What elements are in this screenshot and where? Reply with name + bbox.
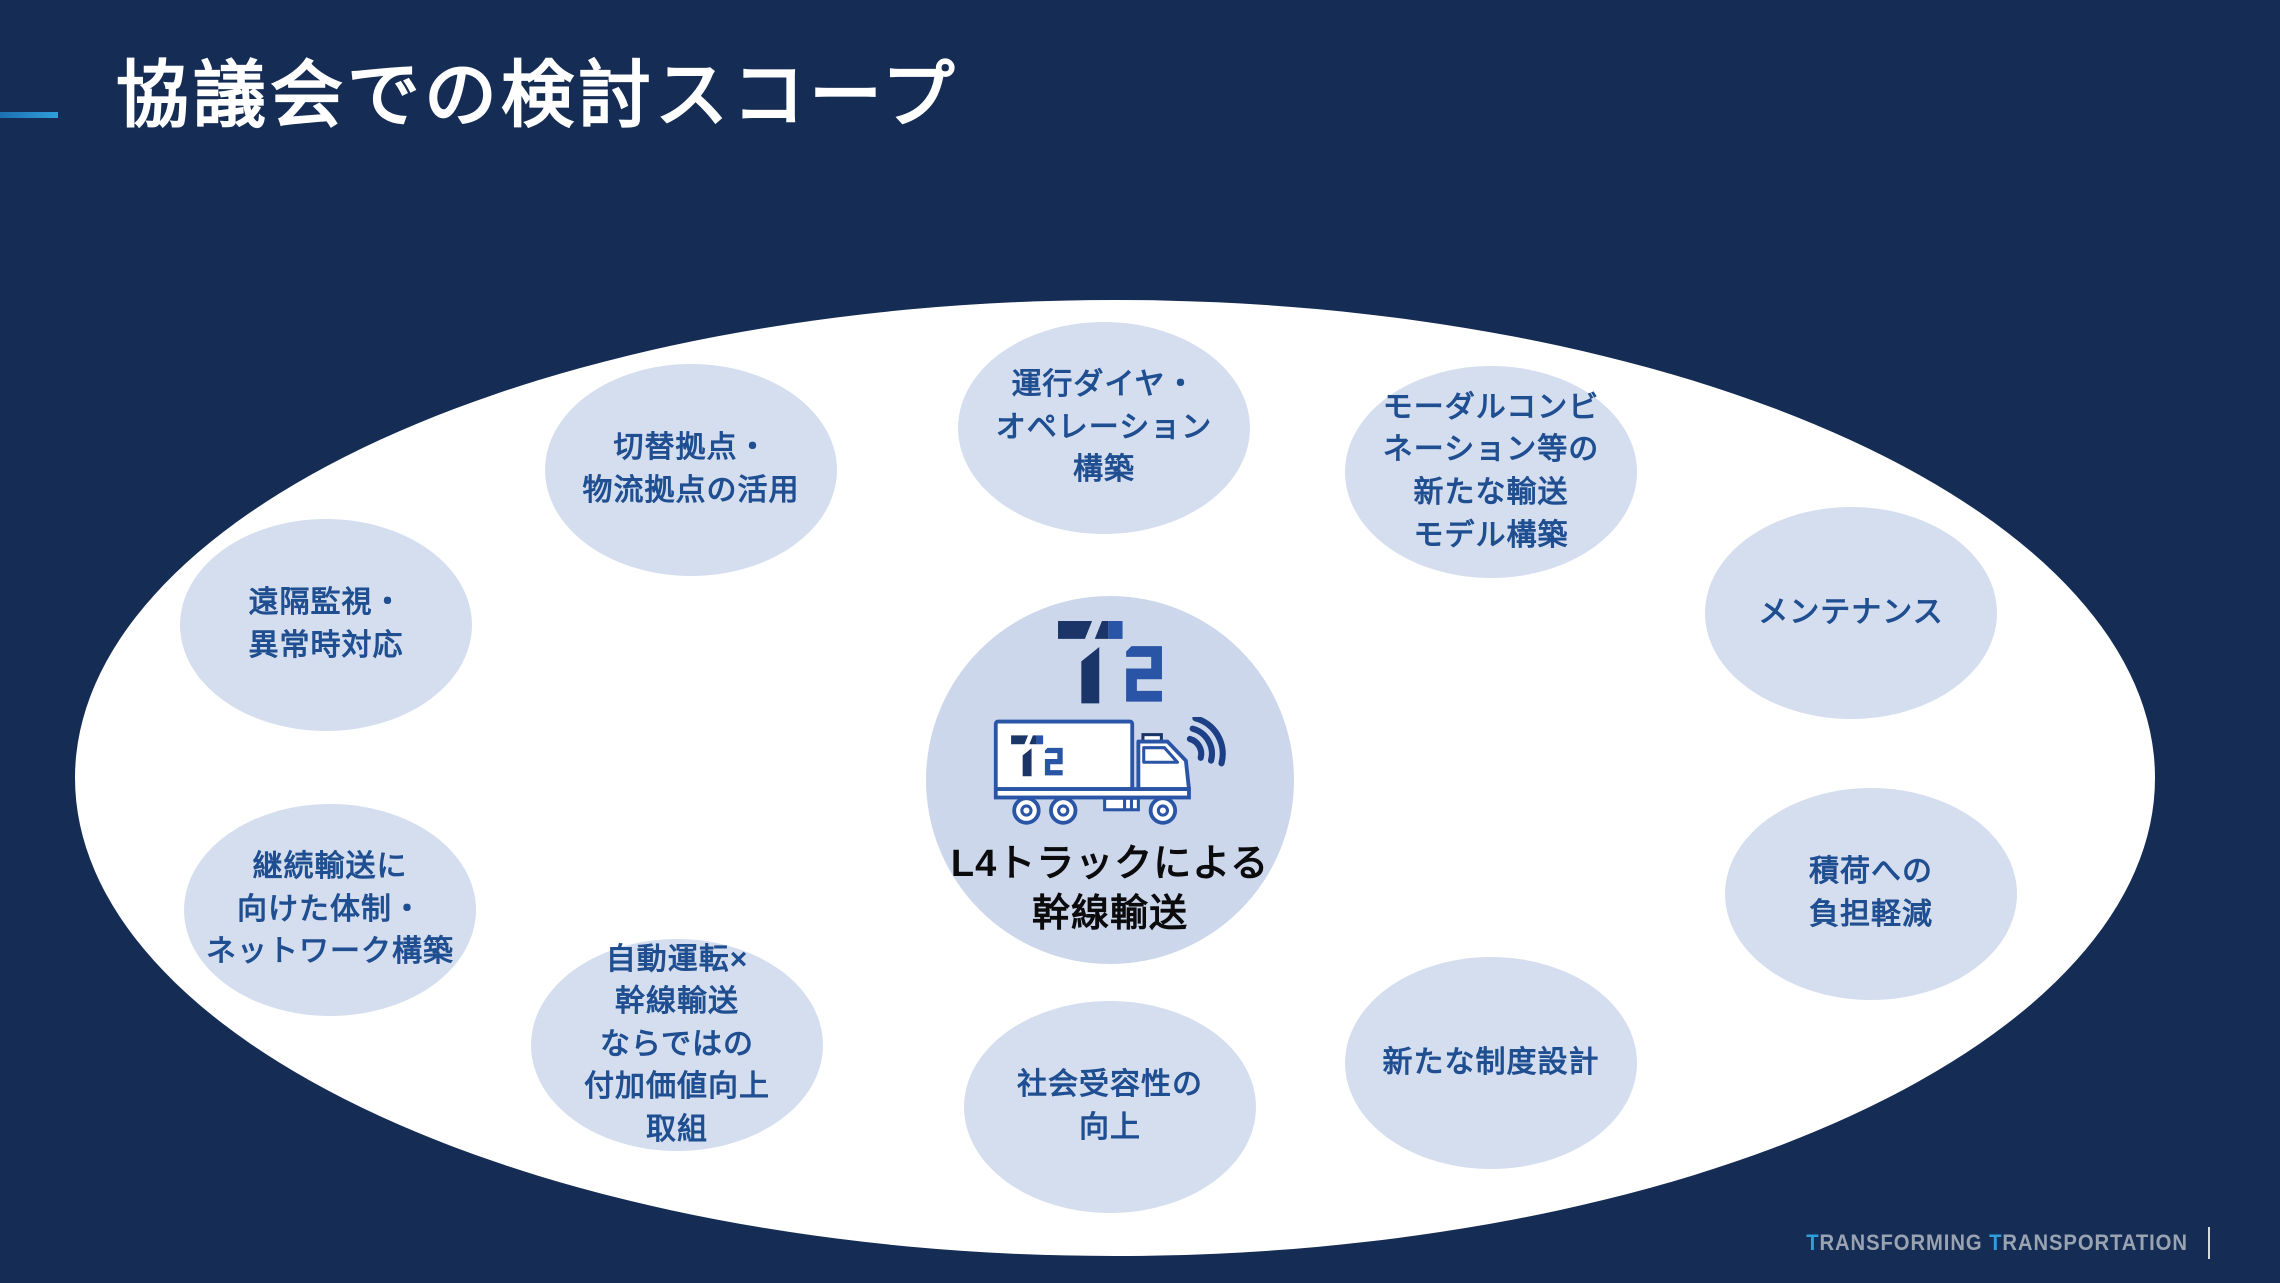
center-circle: L4トラックによる 幹線輸送 xyxy=(926,596,1294,964)
scope-node-cargo-burden: 積荷への 負担軽減 xyxy=(1725,788,2017,1000)
scope-node-label: 遠隔監視・ 異常時対応 xyxy=(248,586,404,662)
scope-node-maintenance: メンテナンス xyxy=(1705,507,1997,719)
scope-node-label: 継続輸送に 向けた体制・ ネットワーク構築 xyxy=(206,850,454,969)
scope-node-new-regulation: 新たな制度設計 xyxy=(1345,957,1637,1169)
footer-text: TRANSFORMING TRANSPORTATION xyxy=(1806,1230,2188,1256)
scope-node-label: 自動運転× 幹線輸送 ならではの 付加価値向上 取組 xyxy=(584,942,770,1146)
footer-rest-1: RANSFORMING xyxy=(1819,1230,1990,1255)
scope-node-label: 運行ダイヤ・ オペレーション 構築 xyxy=(995,368,1213,487)
page-title: 協議会での検討スコープ xyxy=(116,55,959,136)
truck-icon xyxy=(993,717,1226,825)
scope-node-label: 積荷への 負担軽減 xyxy=(1809,855,1933,931)
center-label: L4トラックによる 幹線輸送 xyxy=(950,843,1270,935)
footer-initial-1: T xyxy=(1806,1230,1820,1255)
t2-logo-icon xyxy=(1058,621,1162,704)
scope-node-label: 切替拠点・ 物流拠点の活用 xyxy=(582,431,800,507)
t2-logo-small-icon xyxy=(1011,735,1063,777)
footer-initial-2: T xyxy=(1989,1230,2003,1255)
scope-node-modal-combination: モーダルコンビ ネーション等の 新たな輸送 モデル構築 xyxy=(1345,366,1637,578)
footer-tagline: TRANSFORMING TRANSPORTATION xyxy=(1773,1223,2210,1263)
scope-node-label: モーダルコンビ ネーション等の 新たな輸送 モデル構築 xyxy=(1382,390,1600,552)
scope-node-added-value: 自動運転× 幹線輸送 ならではの 付加価値向上 取組 xyxy=(531,939,823,1151)
scope-node-network-building: 継続輸送に 向けた体制・ ネットワーク構築 xyxy=(184,804,476,1016)
scope-node-social-acceptance: 社会受容性の 向上 xyxy=(964,1001,1256,1213)
footer-rest-2: RANSPORTATION xyxy=(2002,1230,2188,1255)
scope-node-remote-monitoring: 遠隔監視・ 異常時対応 xyxy=(180,519,472,731)
footer-separator xyxy=(2208,1227,2210,1259)
scope-node-hub-switch: 切替拠点・ 物流拠点の活用 xyxy=(545,364,837,576)
scope-node-label: メンテナンス xyxy=(1758,595,1944,629)
scope-node-label: 新たな制度設計 xyxy=(1382,1045,1600,1079)
wireless-signal-icon xyxy=(1186,717,1226,767)
title-accent-line xyxy=(0,112,58,118)
scope-node-operation-diagram: 運行ダイヤ・ オペレーション 構築 xyxy=(958,322,1250,534)
scope-node-label: 社会受容性の 向上 xyxy=(1017,1068,1203,1144)
